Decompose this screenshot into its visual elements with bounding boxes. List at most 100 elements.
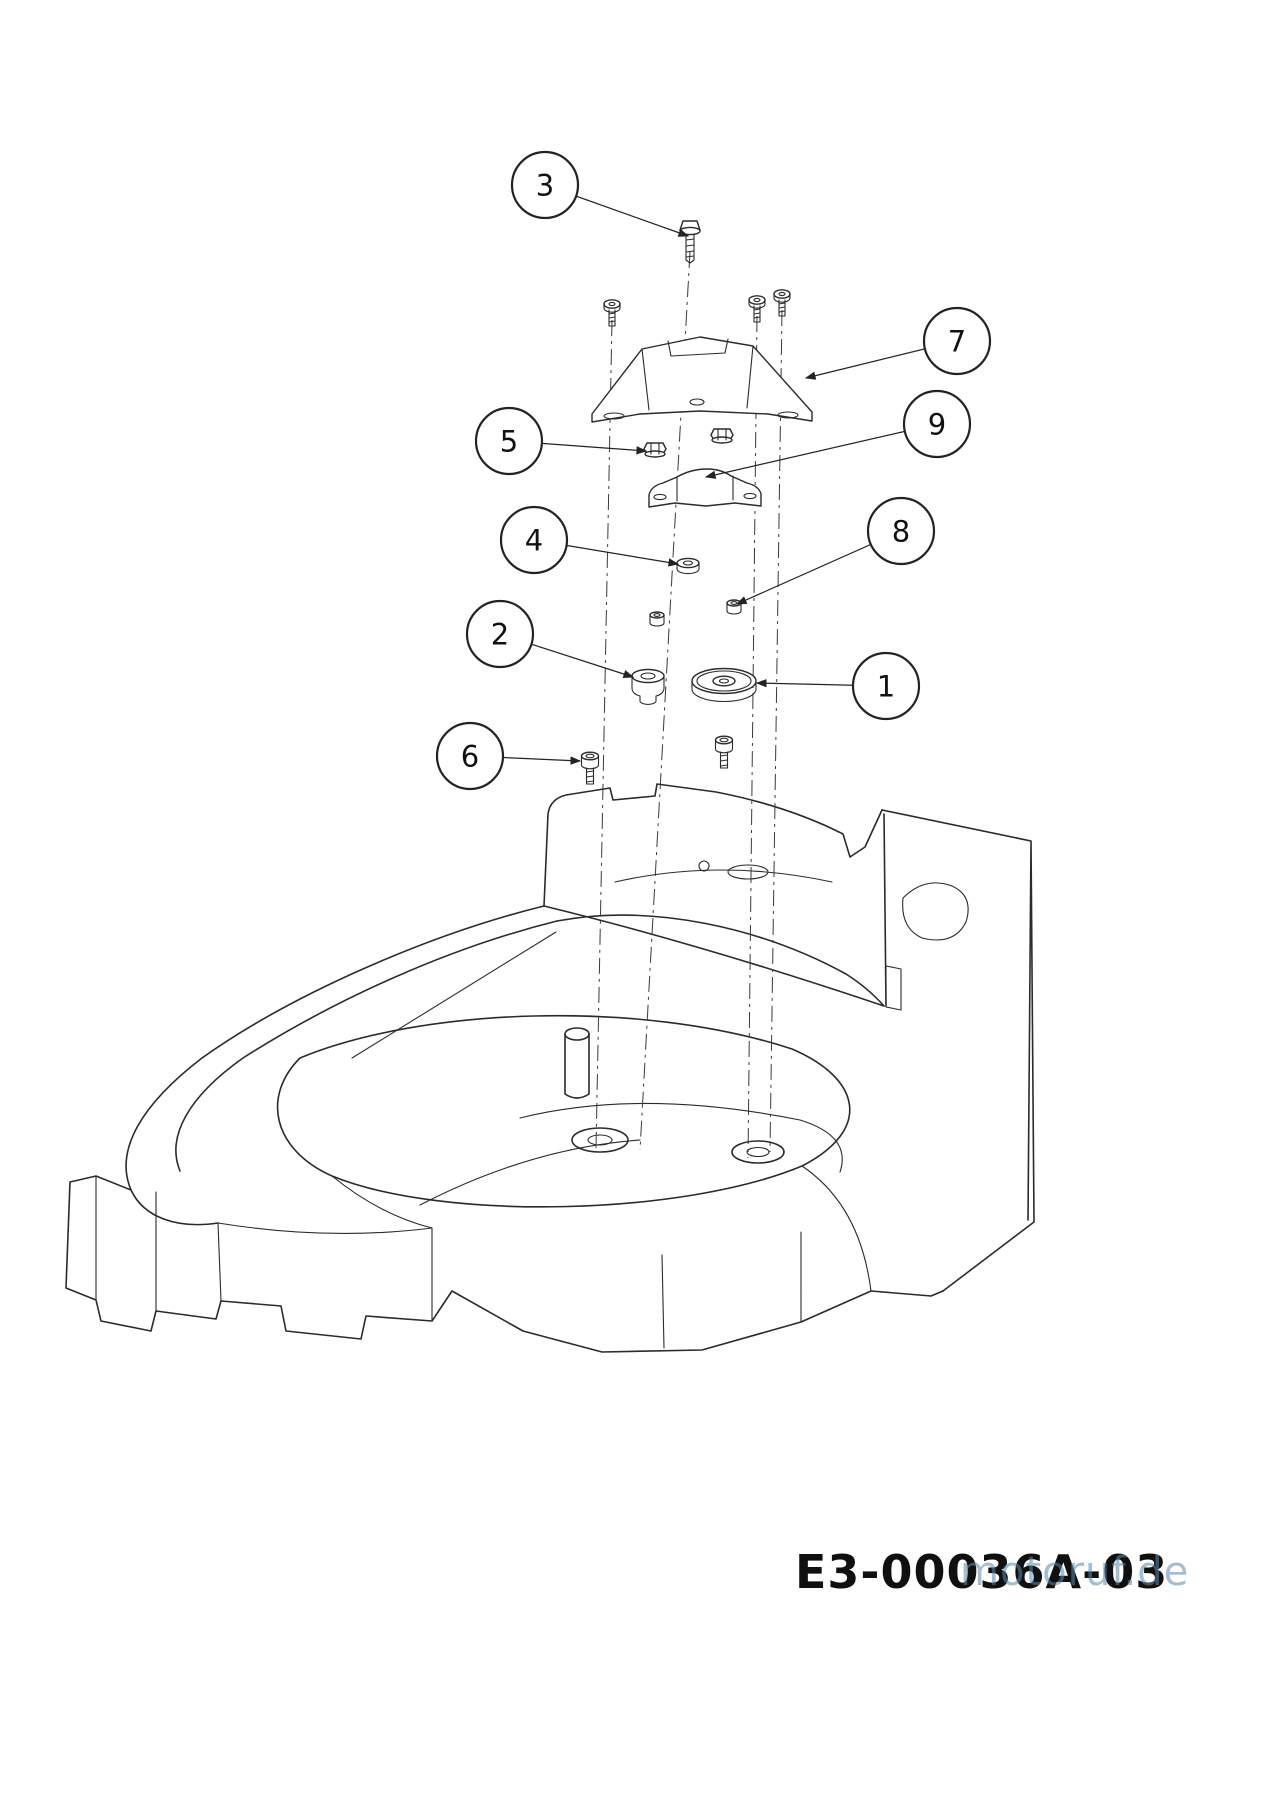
screw-head [748, 295, 766, 305]
callout-balloon [499, 505, 569, 575]
deck-post-body [564, 1033, 590, 1099]
callout-balloon [866, 496, 936, 566]
deck-top-rim [556, 914, 885, 1007]
deck-rear-bolt [698, 860, 710, 872]
spacer-hole [653, 613, 661, 617]
deck-rear-wall-base [543, 905, 885, 1007]
spacer-side [726, 602, 742, 615]
screw-drive [608, 301, 616, 307]
washer-hole [682, 560, 694, 566]
bracket-slot-right [777, 411, 799, 419]
callout-balloon [435, 721, 505, 791]
callout-2: 2 [465, 599, 635, 679]
bushing-hole [640, 672, 656, 680]
spindle-boss-right-hole [746, 1146, 770, 1158]
callout-balloon [465, 599, 535, 669]
nut-flange [711, 436, 733, 444]
callout-balloon [510, 150, 580, 220]
screw-flange [679, 226, 701, 236]
bracket-body [591, 336, 813, 423]
callout-number: 8 [892, 514, 910, 548]
screw-shaft [778, 299, 786, 317]
callout-balloon [902, 389, 972, 459]
callout-7: 7 [804, 306, 992, 380]
shoulder-washer-part4 [676, 557, 700, 575]
deck-post-top [564, 1027, 590, 1041]
bracket-folds [641, 338, 754, 411]
caphead-top [714, 735, 734, 745]
idler-pulley-part1 [691, 667, 757, 703]
callout-balloon [922, 306, 992, 376]
spacer-1-part8 [649, 611, 665, 627]
washer-side [676, 562, 700, 575]
centerline-4 [769, 309, 783, 1153]
callout-number: 9 [928, 407, 946, 441]
centerline-3 [747, 315, 758, 1159]
screw-head [773, 289, 791, 299]
bracket-slot-left [603, 412, 625, 420]
bushing-body [631, 675, 665, 705]
deck-inner-bowl [276, 1014, 851, 1208]
spacer-top [649, 611, 665, 619]
callout-number: 2 [491, 617, 509, 651]
deck-rear-slot [727, 864, 769, 880]
cap-screw-1-part6 [580, 751, 600, 785]
exploded-parts [580, 220, 813, 785]
deck-skirt-ribs [95, 1165, 872, 1349]
pulley-hub [712, 675, 736, 687]
caphead-socket [719, 737, 729, 743]
spindle-boss-left [571, 1127, 629, 1153]
spacer-2-part8 [726, 599, 742, 615]
callouts-layer: 3 7 9 5 4 8 2 1 6 [435, 150, 992, 791]
drawing-part-code: E3-00036A-03 [795, 1545, 1168, 1599]
screw-shaft [685, 234, 695, 264]
screw-head-side [773, 293, 791, 303]
caphead-top [580, 751, 600, 761]
nut-flange [644, 450, 666, 458]
bracket-center-hole [689, 398, 705, 406]
callout-number: 4 [525, 523, 543, 557]
watermark-text: motoruf.de [960, 1549, 1189, 1595]
pulley-hole [718, 678, 730, 684]
deck-skirt-bottom [65, 1175, 944, 1353]
screw-head-side [603, 303, 621, 313]
bushing-top [631, 668, 665, 684]
callout-balloon [851, 651, 921, 721]
clamp-body [648, 468, 762, 508]
flange-nut-1-part5 [643, 442, 667, 458]
deck-rear-wall-top [543, 783, 883, 907]
caphead-side [580, 755, 600, 770]
deck-right-panel-cutout [885, 882, 969, 1011]
callout-1: 1 [755, 651, 921, 721]
callout-6: 6 [435, 721, 582, 791]
deck-left-lip [125, 905, 558, 1226]
callout-number: 3 [536, 168, 554, 202]
callout-number: 6 [461, 739, 479, 773]
spindle-boss-left-hole [587, 1134, 613, 1146]
caphead-side [714, 739, 734, 754]
nut-facets [650, 442, 660, 455]
centerline-1 [595, 319, 613, 1149]
pulley-depth [691, 680, 757, 703]
bushing-part2 [631, 668, 665, 705]
callout-number: 5 [500, 424, 518, 458]
pan-screw-1 [603, 299, 621, 327]
screw-head [603, 299, 621, 309]
spacer-side [649, 614, 665, 627]
pan-screw-3 [773, 289, 791, 317]
screw-head-side [748, 299, 766, 309]
callout-number: 7 [948, 324, 966, 358]
deck-housing [65, 783, 1035, 1353]
callout-9: 9 [704, 389, 972, 479]
screw-drive [778, 291, 786, 297]
deck-surface-ribs [351, 869, 843, 1206]
callout-8: 8 [735, 496, 936, 605]
flange-nut-2-part5 [710, 428, 734, 444]
clamp-arch [676, 475, 734, 502]
screw-shaft [608, 309, 616, 327]
pan-screw-2 [748, 295, 766, 323]
screw-shaft [753, 305, 761, 323]
washer-top [676, 557, 700, 569]
capscrew-shaft [585, 767, 595, 785]
